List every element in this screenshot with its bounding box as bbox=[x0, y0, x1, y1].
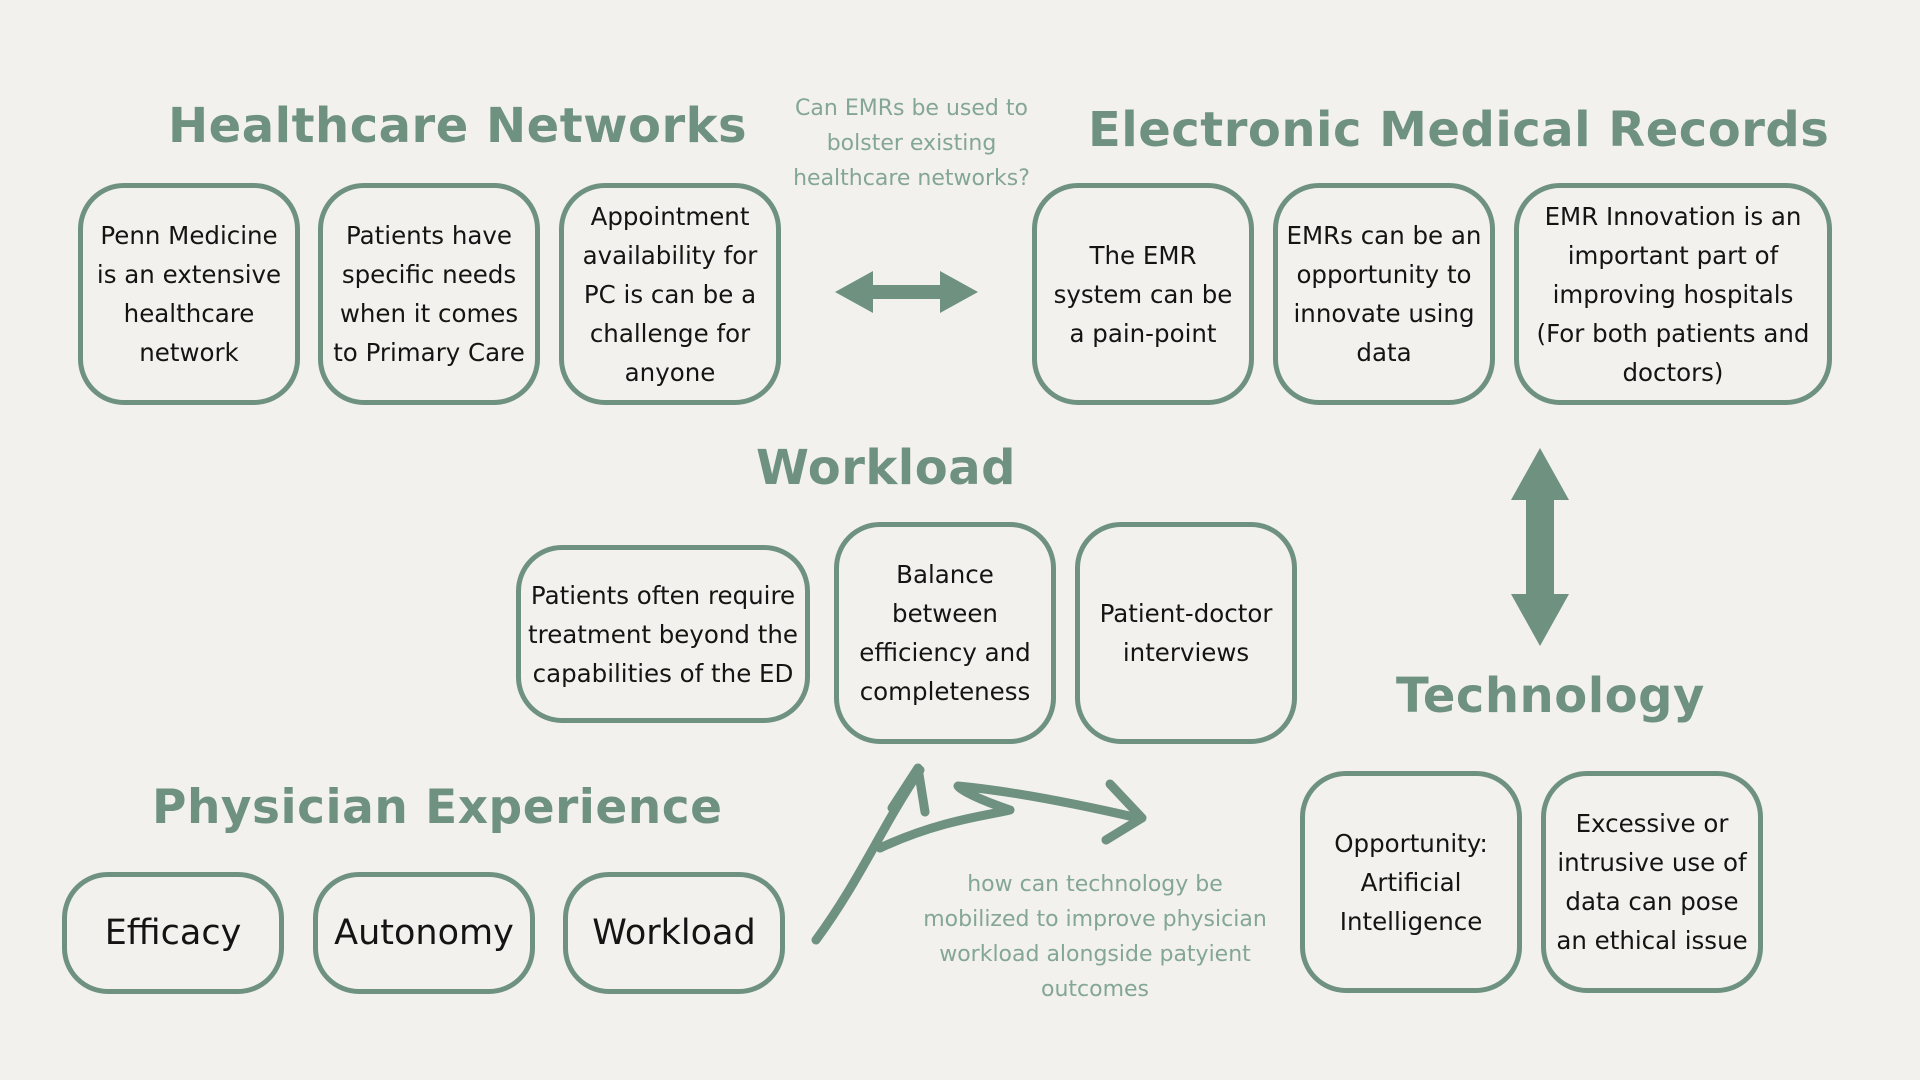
healthcare-networks-title: Healthcare Networks bbox=[168, 98, 748, 154]
box-workload: Workload bbox=[563, 872, 785, 994]
box-patients-treatment: Patients often require treatment beyond … bbox=[516, 545, 810, 723]
tech-question-note: how can technology be mobilized to impro… bbox=[923, 872, 1267, 1002]
box-ethical-issue: Excessive or intrusive use of data can p… bbox=[1541, 771, 1763, 993]
box-penn-medicine: Penn Medicine is an extensive healthcare… bbox=[78, 183, 300, 405]
emr-title: Electronic Medical Records bbox=[1088, 102, 1830, 158]
double-arrow-vertical-icon bbox=[1511, 448, 1569, 646]
physician-experience-title: Physician Experience bbox=[152, 780, 723, 835]
box-appointment-availability: Appointment availability for PC is can b… bbox=[559, 183, 781, 405]
curved-arrow-icon bbox=[811, 763, 1147, 945]
box-emr-innovation: EMR Innovation is an important part of i… bbox=[1514, 183, 1832, 405]
workload-title: Workload bbox=[756, 440, 1016, 496]
technology-title: Technology bbox=[1396, 668, 1705, 724]
box-balance: Balance between efficiency and completen… bbox=[834, 522, 1056, 744]
box-patients-specific-needs: Patients have specific needs when it com… bbox=[318, 183, 540, 405]
box-efficacy: Efficacy bbox=[62, 872, 284, 994]
box-patient-doctor-interviews: Patient-doctor interviews bbox=[1075, 522, 1297, 744]
box-emr-opportunity: EMRs can be an opportunity to innovate u… bbox=[1273, 183, 1495, 405]
box-autonomy: Autonomy bbox=[313, 872, 535, 994]
box-emr-pain-point: The EMR system can be a pain-point bbox=[1032, 183, 1254, 405]
emr-question-note: Can EMRs be used to bolster existing hea… bbox=[793, 96, 1030, 191]
double-arrow-horizontal-icon bbox=[835, 271, 978, 313]
box-ai-opportunity: Opportunity: Artificial Intelligence bbox=[1300, 771, 1522, 993]
